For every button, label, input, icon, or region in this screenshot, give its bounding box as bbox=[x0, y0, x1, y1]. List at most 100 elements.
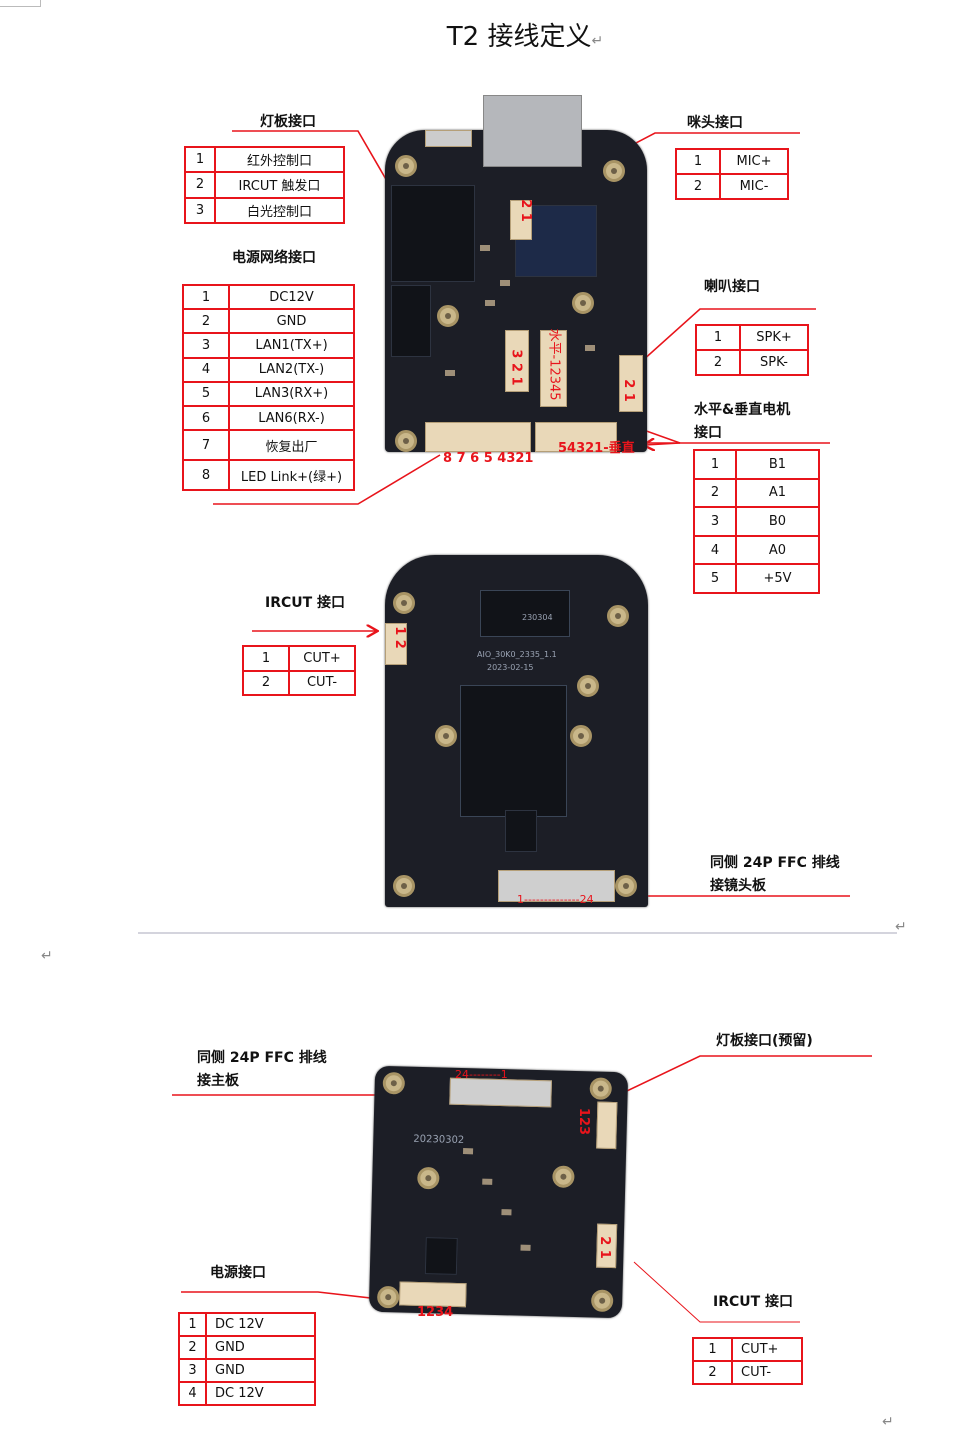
board3-date-code: 20230302 bbox=[413, 1133, 465, 1147]
board2-ffc-label-line1: 同侧 24P FFC 排线 bbox=[710, 855, 840, 871]
return-mark: ↵ bbox=[41, 948, 53, 964]
return-mark: ↵ bbox=[882, 1414, 894, 1430]
interface-board-photo: 20230302 bbox=[368, 1065, 629, 1319]
pin-function: DC12V bbox=[228, 283, 355, 311]
pin-function: DC 12V bbox=[205, 1312, 316, 1337]
board2-date-code: 230304 bbox=[522, 613, 553, 622]
motor-heading-line2: 接口 bbox=[694, 425, 722, 441]
board3-ffc-label-line1: 同侧 24P FFC 排线 bbox=[197, 1050, 327, 1066]
pin-function: SPK- bbox=[739, 349, 809, 376]
pin-number: 1 bbox=[675, 148, 721, 175]
pin-function: CUT+ bbox=[731, 1337, 803, 1362]
pin-number: 2 bbox=[182, 308, 230, 335]
pin-number: 2 bbox=[693, 477, 737, 509]
table-row: 5+5V bbox=[693, 563, 820, 594]
board2-date-silk: 2023-02-15 bbox=[487, 663, 534, 672]
pin-function: MIC+ bbox=[719, 148, 789, 175]
pin-number: 1 bbox=[695, 324, 741, 351]
pin-function: CUT- bbox=[731, 1360, 803, 1385]
horizontal-motor-connector bbox=[540, 330, 567, 407]
pin-number: 8 bbox=[182, 459, 230, 491]
motor-heading-line1: 水平&垂直电机 bbox=[694, 402, 791, 418]
pin-number: 5 bbox=[693, 563, 737, 594]
sd-card-slot bbox=[483, 95, 582, 167]
pin-function: GND bbox=[228, 308, 355, 335]
title-text: T2 接线定义 bbox=[446, 22, 592, 52]
pin-function: CUT+ bbox=[288, 645, 356, 672]
wifi-module bbox=[515, 205, 597, 277]
pin-number: 7 bbox=[182, 429, 230, 462]
pin-number: 1 bbox=[242, 645, 290, 672]
power-network-heading: 电源网络接口 bbox=[232, 250, 316, 266]
light-board-connector bbox=[505, 330, 529, 392]
vertical-pin-label: 54321-垂直 bbox=[558, 441, 635, 456]
light-reserved-heading: 灯板接口(预留) bbox=[716, 1033, 813, 1049]
pin-function: 白光控制口 bbox=[214, 196, 345, 225]
pin-function: DC 12V bbox=[205, 1381, 316, 1406]
speaker-connector bbox=[619, 355, 643, 412]
pin-function: +5V bbox=[735, 563, 820, 594]
network-pin-label: 8 7 6 5 4321 bbox=[443, 451, 534, 466]
pin-number: 2 bbox=[692, 1360, 733, 1385]
board3-ffc-pin-label: 24--------1 bbox=[455, 1068, 508, 1081]
lens-board-photo: 230304 AIO_30K0_2335_1.1 2023-02-15 bbox=[385, 555, 648, 907]
board3-ffc-label-line2: 接主板 bbox=[197, 1073, 239, 1089]
pin-function: B0 bbox=[735, 506, 820, 537]
pin-number: 3 bbox=[184, 196, 216, 225]
board2-ircut-heading: IRCUT 接口 bbox=[265, 595, 346, 611]
speaker-heading: 喇叭接口 bbox=[704, 279, 760, 295]
pin-function: MIC- bbox=[719, 173, 789, 200]
pin-function: 红外控制口 bbox=[214, 145, 345, 174]
pin-number: 2 bbox=[242, 669, 290, 696]
pin-number: 2 bbox=[178, 1335, 207, 1360]
speaker-pin-label: 2 1 bbox=[620, 379, 636, 402]
pin-number: 2 bbox=[675, 173, 721, 200]
vertical-motor-connector bbox=[535, 422, 617, 452]
page-corner-mark bbox=[0, 0, 41, 7]
sensor-area bbox=[460, 685, 567, 817]
board2-model-silk: AIO_30K0_2335_1.1 bbox=[477, 650, 557, 659]
pin-number: 6 bbox=[182, 404, 230, 432]
power-connector bbox=[398, 1281, 467, 1308]
pin-number: 1 bbox=[184, 145, 216, 174]
pin-number: 2 bbox=[184, 171, 216, 199]
pin-function: LAN6(RX-) bbox=[228, 404, 355, 432]
mic-pin-label: 2 1 bbox=[517, 199, 533, 222]
board3-power-pin-label: 1234 bbox=[417, 1305, 454, 1320]
pin-function: B1 bbox=[735, 449, 820, 480]
pin-function: CUT- bbox=[288, 669, 356, 696]
ircut-pin-label: 1 2 bbox=[391, 626, 407, 649]
light-pin-label: 3 2 1 bbox=[508, 349, 524, 386]
horizontal-pin-label: 水平-12345 bbox=[546, 328, 562, 401]
ffc-pin-label: 1--------------24 bbox=[517, 893, 594, 906]
light-board-reserved-connector bbox=[596, 1101, 618, 1150]
board3-ircut-pin-label: 2 1 bbox=[596, 1236, 612, 1259]
pin-number: 4 bbox=[182, 356, 230, 383]
processor-chip bbox=[480, 590, 570, 637]
